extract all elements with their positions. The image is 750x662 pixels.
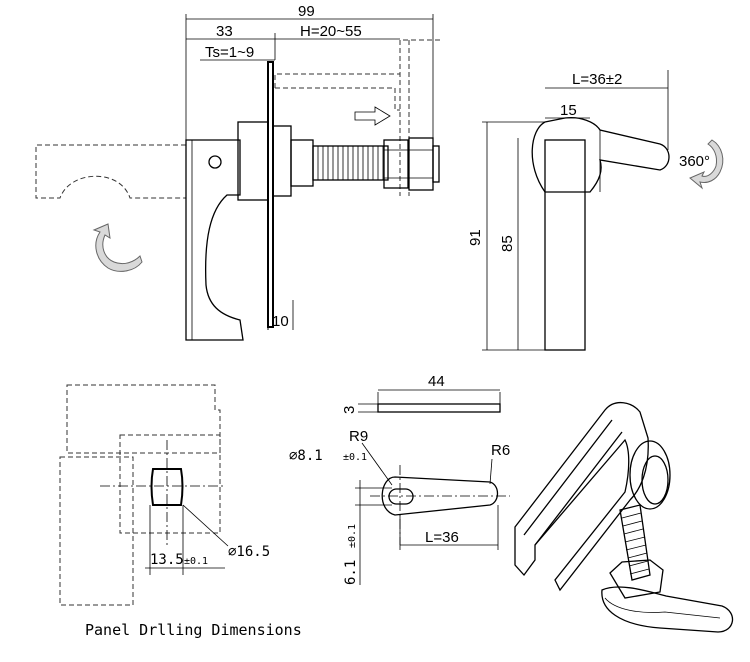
cam-hole-tol-label: ±0.1 xyxy=(343,452,367,463)
cam-radius-tip-label: R6 xyxy=(491,442,510,459)
cam-radius-inner-label: R9 xyxy=(349,428,368,445)
front-view: 99 33 H=20~55 Ts=1~9 xyxy=(35,3,443,341)
hole-dia-label: ∅16.5 xyxy=(228,544,270,560)
handle-offset-label: 33 xyxy=(216,23,233,40)
rotation-arrow-icon xyxy=(689,139,724,190)
cam-length-label: 44 xyxy=(428,373,445,390)
width-label: 15 xyxy=(560,102,577,119)
rotate-arrow-icon xyxy=(92,223,143,272)
cam-slot-tol-label: ±0.1 xyxy=(347,524,358,548)
handle-height-label: 85 xyxy=(499,235,516,252)
cam-slot-width-label: 6.1 xyxy=(343,560,359,585)
length-label: L=36±2 xyxy=(572,71,622,88)
side-view: L=36±2 15 91 85 360° xyxy=(467,70,724,351)
overall-width-label: 99 xyxy=(298,3,315,20)
flat-tol-label: ±0.1 xyxy=(184,556,208,567)
thread-lines xyxy=(317,146,384,180)
isometric-latch xyxy=(514,402,734,633)
cam-hole-dia-label: ∅8.1 xyxy=(289,448,323,464)
rotation-label: 360° xyxy=(679,153,710,170)
cam-L-label: L=36 xyxy=(425,529,459,546)
total-height-label: 91 xyxy=(467,229,484,246)
panel-drilling: 13.5 ±0.1 ∅16.5 Panel Drlling Dimensions xyxy=(59,384,302,639)
panel-thickness-label: Ts=1~9 xyxy=(205,44,254,61)
grip-range-label: H=20~55 xyxy=(300,23,362,40)
cam-thickness-label: 3 xyxy=(341,406,358,414)
drilling-caption: Panel Drlling Dimensions xyxy=(85,621,302,639)
flat-width-label: 13.5 xyxy=(150,552,184,568)
flange-label: 10 xyxy=(272,313,289,330)
cam-part: 44 3 R9 ∅8.1 ±0.1 R6 L=36 6.1 ±0.1 xyxy=(289,373,510,585)
